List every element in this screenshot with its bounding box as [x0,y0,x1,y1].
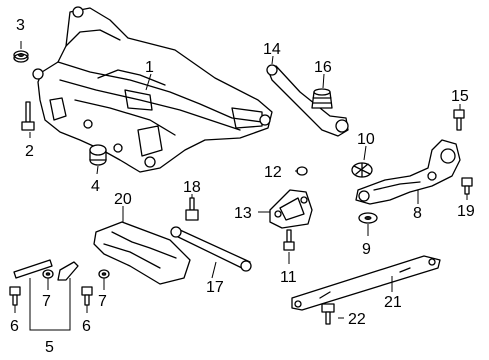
callout-19: 19 [457,203,475,220]
callout-12: 12 [264,164,282,181]
bolt-part-19 [461,177,473,195]
callout-13: 13 [234,205,252,222]
bushing-part-4 [89,144,107,166]
callout-17: 17 [206,279,224,296]
undercover-shield-part-20 [93,221,191,285]
tie-bar-part-21 [291,255,441,311]
bracket-part-13 [269,189,313,229]
bolt-part-11 [283,229,295,251]
callout-8: 8 [413,205,422,222]
callout-3: 3 [16,17,25,34]
bolt-part-15 [453,109,465,131]
callout-11: 11 [280,269,297,286]
callout-15: 15 [451,88,469,105]
callout-10: 10 [357,131,375,148]
bolt-part-6a [9,286,21,306]
bump-stop-part-16 [311,88,333,109]
callout-18: 18 [183,179,201,196]
spring-seat-part-10 [351,162,373,178]
callout-20: 20 [114,191,132,208]
callout-6a: 6 [10,318,19,335]
callout-21: 21 [384,294,402,311]
callout-2: 2 [25,143,34,160]
upper-link-arm [266,64,349,137]
callout-labels: 1 2 3 4 5 6 6 7 7 8 9 10 11 12 13 14 15 … [10,17,475,356]
callout-14: 14 [263,41,281,58]
lower-control-arm [355,139,461,205]
subframe-crossmember [32,6,273,173]
washer-part-3 [13,50,29,63]
nut-part-7b [98,269,110,279]
callout-9: 9 [362,241,371,258]
callout-6b: 6 [82,318,91,335]
bracket-assembly-part-5 [13,259,79,281]
callout-16: 16 [314,59,332,76]
lateral-rod-part-17 [170,226,252,272]
callout-5: 5 [45,339,54,356]
bolt-part-6b [81,286,93,306]
callout-7a: 7 [42,293,51,310]
callout-7b: 7 [98,293,107,310]
bolt-part-18 [185,197,199,221]
washer-part-12 [296,166,308,176]
washer-part-9 [358,212,378,224]
callout-22: 22 [348,311,366,328]
callout-1: 1 [145,59,154,76]
bolt-part-2 [21,101,35,131]
leader-lines [14,41,468,331]
bolt-part-22 [321,303,335,325]
callout-4: 4 [91,178,100,195]
nut-part-7a [42,269,54,279]
